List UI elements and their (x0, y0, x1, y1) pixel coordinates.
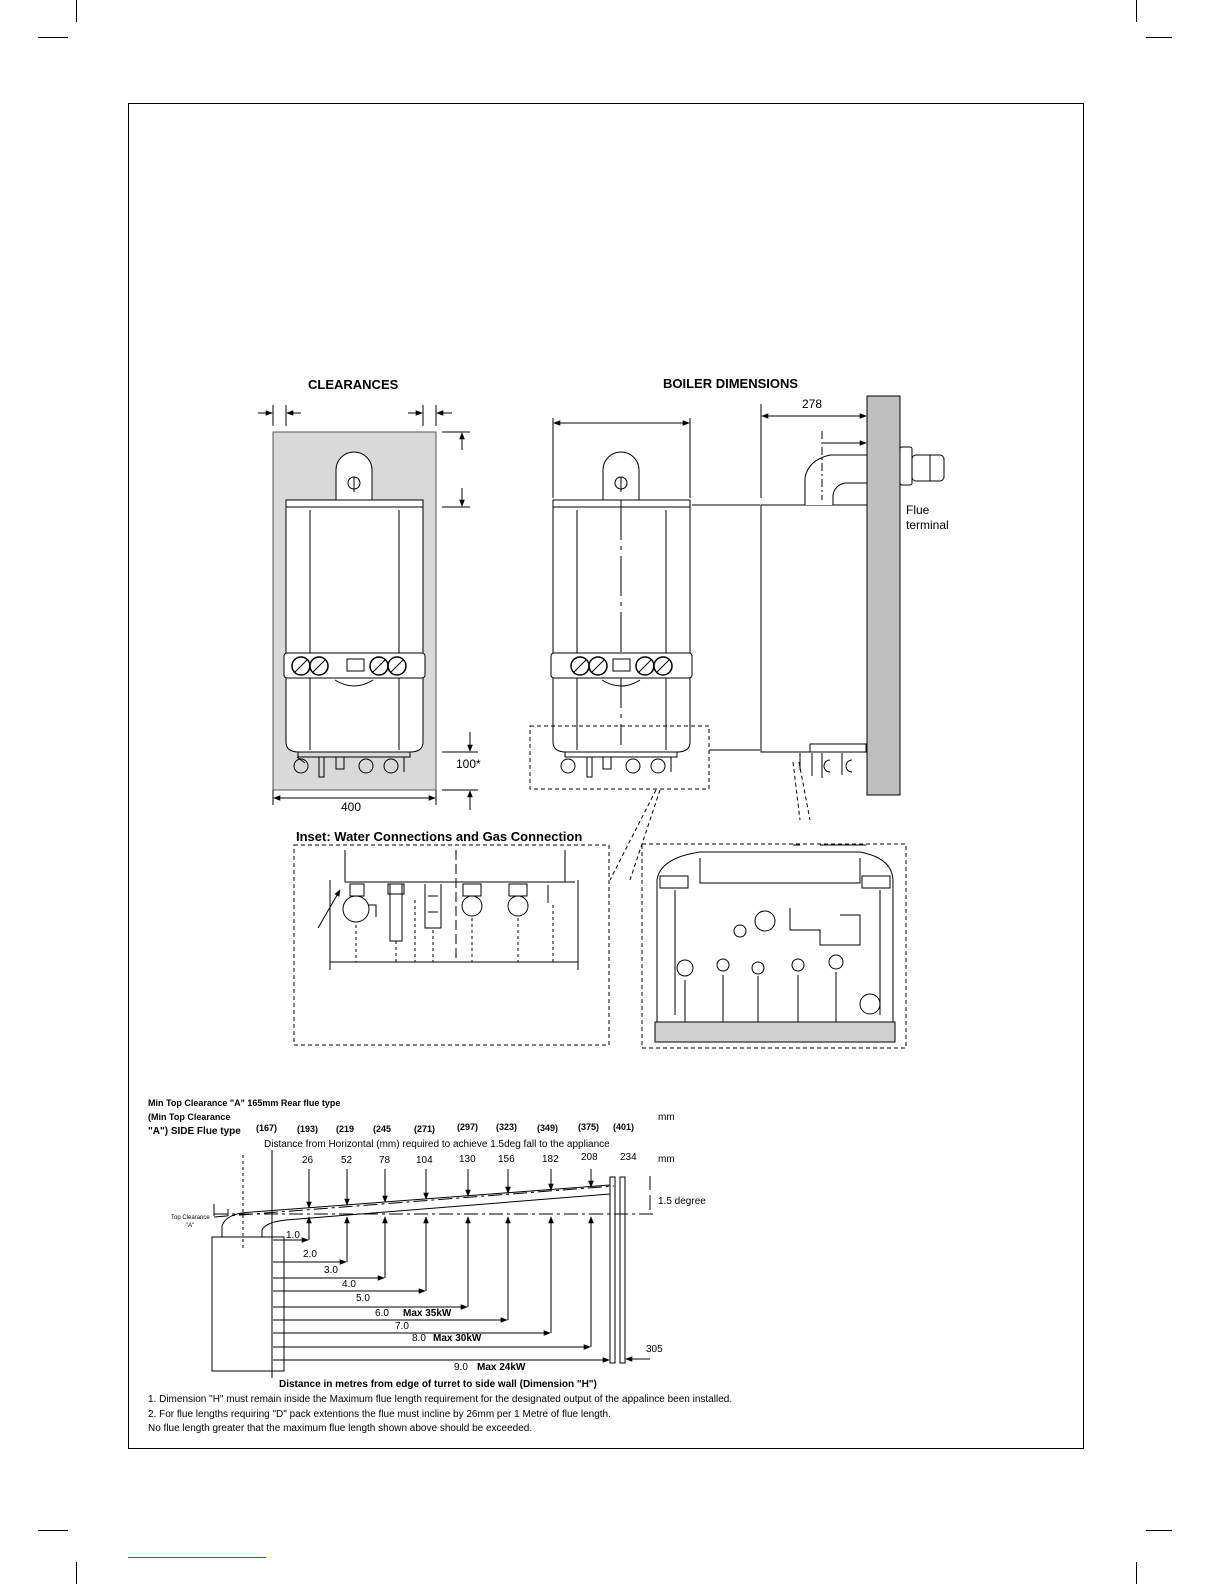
inset-title: Inset: Water Connections and Gas Connect… (296, 829, 583, 844)
fall-value: 156 (498, 1154, 515, 1165)
top-clearance-label-a: Top Clearance (171, 1215, 210, 1221)
side-boiler (692, 395, 945, 846)
inset-water-connections (293, 844, 610, 1046)
side-value: (245 (373, 1124, 392, 1134)
length-label: 3.0 (324, 1265, 338, 1276)
fall-value: 234 (620, 1152, 637, 1163)
unit-mm: mm (658, 1112, 675, 1123)
length-label: 6.0 (375, 1308, 389, 1319)
length-label: 7.0 (395, 1321, 409, 1332)
inset-wall-plate (641, 843, 907, 1049)
max-30-label: Max 30kW (433, 1333, 482, 1344)
crop-mark (1146, 1530, 1172, 1531)
side-value: (271) (414, 1124, 436, 1134)
crop-mark (76, 0, 77, 22)
side-value: (375) (578, 1122, 600, 1132)
max-35-label: Max 35kW (403, 1308, 452, 1319)
boiler-dimensions-title: BOILER DIMENSIONS (663, 376, 799, 391)
unit-mm: mm (658, 1154, 675, 1165)
flue-chart-drawing (211, 1150, 655, 1378)
clearances-boiler (272, 431, 437, 791)
length-label: 1.0 (286, 1230, 300, 1241)
length-label: 5.0 (356, 1293, 370, 1304)
fall-value: 182 (542, 1154, 559, 1165)
side-value: (323) (496, 1122, 518, 1132)
fall-value: 26 (302, 1155, 314, 1166)
length-label: 4.0 (342, 1279, 356, 1290)
crop-mark (1136, 1562, 1137, 1584)
fall-value: 104 (416, 1155, 433, 1166)
crop-mark (1136, 0, 1137, 22)
fall-value: 208 (581, 1152, 598, 1163)
length-label: 2.0 (303, 1249, 317, 1260)
fall-value: 52 (341, 1155, 353, 1166)
clearances-title: CLEARANCES (308, 377, 399, 392)
length-label: 9.0 (454, 1362, 468, 1373)
clearance-width-label: 400 (341, 800, 362, 814)
dimension-h-title: Distance in metres from edge of turret t… (279, 1379, 597, 1390)
page-link-rule (128, 1557, 266, 1558)
clearances-dimensions (258, 405, 478, 810)
depth-label: 278 (802, 397, 823, 411)
crop-mark (38, 37, 68, 38)
angle-label: 1.5 degree (658, 1196, 706, 1207)
side-value: (401) (613, 1122, 635, 1132)
front-boiler (529, 418, 710, 881)
side-value: (219 (336, 1124, 355, 1134)
wall-distance-label: 305 (646, 1344, 663, 1355)
side-value: (297) (457, 1122, 479, 1132)
fall-value: 130 (459, 1154, 476, 1165)
side-flue-label-a: (Min Top Clearance (148, 1112, 231, 1122)
side-value: (193) (297, 1124, 319, 1134)
flue-terminal-label: Flue terminal (906, 503, 949, 532)
length-label: 8.0 (412, 1333, 426, 1344)
rear-flue-label: Min Top Clearance "A" 165mm Rear flue ty… (148, 1098, 341, 1108)
clearance-bottom-label: 100* (456, 757, 481, 771)
page-frame (128, 103, 1084, 1449)
crop-mark (38, 1530, 68, 1531)
flue-fall-arrows (273, 1169, 650, 1363)
max-24-label: Max 24kW (477, 1362, 526, 1373)
top-clearance-label-b: "A" (186, 1223, 195, 1229)
side-flue-label-b: "A") SIDE Flue type (148, 1126, 241, 1137)
fall-value: 78 (379, 1155, 391, 1166)
horizontal-distance-title: Distance from Horizontal (mm) required t… (264, 1139, 610, 1150)
crop-mark (1146, 37, 1172, 38)
note-3: No flue length greater that the maximum … (148, 1423, 533, 1434)
note-2: 2. For flue lengths requiring "D" pack e… (148, 1409, 611, 1420)
side-value: (167) (256, 1123, 278, 1133)
side-value: (349) (537, 1123, 559, 1133)
note-1: 1. Dimension "H" must remain inside the … (148, 1394, 733, 1405)
crop-mark (76, 1562, 77, 1584)
